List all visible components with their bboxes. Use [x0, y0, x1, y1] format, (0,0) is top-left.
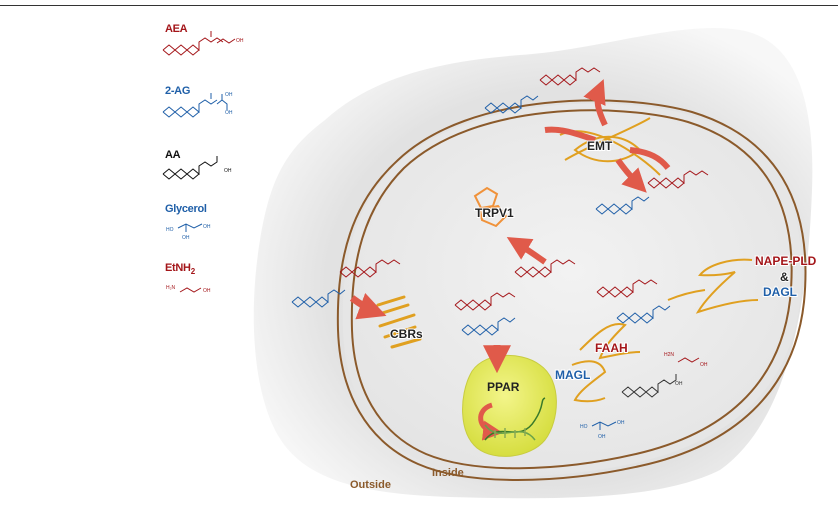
svg-text:OH: OH — [224, 168, 232, 174]
legend-item-2ag: 2-AG OH OH — [162, 84, 233, 118]
svg-text:HO: HO — [166, 227, 174, 233]
etnh2-molecule-product — [677, 357, 700, 363]
aea-molecule-synth — [596, 279, 658, 298]
2ag-molecule-synth — [616, 305, 671, 324]
dagl-label: DAGL — [763, 285, 797, 299]
legend: AEA OH 2-AG OH OH AA OH Glycerol HO OH O… — [162, 22, 244, 294]
ppar-label: PPAR — [487, 380, 520, 394]
glycerol-ho-label: HO — [580, 424, 588, 430]
svg-text:OH: OH — [203, 288, 211, 294]
dna-helix-icon — [484, 397, 546, 441]
emt-arrow-out — [583, 79, 608, 127]
amp-label: & — [780, 270, 789, 284]
aea-molecule-emt-in — [647, 170, 709, 189]
aa-molecule-product — [621, 374, 677, 398]
glycerol-oh2-label: OH — [598, 434, 606, 440]
outside-label: Outside — [350, 479, 391, 491]
aea-molecule-inside — [454, 292, 516, 311]
legend-item-aea: AEA OH — [162, 22, 244, 56]
outer-membrane — [336, 99, 807, 481]
emt-label: EMT — [587, 139, 613, 153]
svg-text:H₂N: H₂N — [166, 285, 176, 291]
legend-label-aa: AA — [165, 149, 181, 161]
svg-text:OH: OH — [203, 224, 211, 230]
emt-arrow-in — [615, 158, 647, 193]
emt-arrow-left — [544, 126, 596, 143]
trpv1-arrow — [506, 237, 547, 265]
aea-molecule-top — [539, 67, 601, 86]
legend-label-aea: AEA — [165, 23, 188, 35]
magl-enzyme — [571, 360, 607, 403]
legend-label-2ag: 2-AG — [165, 85, 190, 97]
nape-pld-dagl-enzyme — [695, 258, 759, 314]
2ag-molecule-top — [484, 95, 539, 114]
nucleus — [462, 354, 557, 457]
nape-pld-arrow — [667, 289, 706, 301]
magl-label: MAGL — [555, 368, 590, 382]
inside-label: Inside — [432, 467, 464, 479]
atom-labels: H2N OH OH HO OH OH — [580, 352, 708, 440]
etnh2-oh-label: OH — [700, 362, 708, 368]
trpv1-channel — [473, 186, 508, 228]
svg-text:OH: OH — [225, 110, 233, 116]
aea-molecule-trpv1 — [514, 259, 576, 278]
etnh2-h2n-label: H2N — [664, 352, 674, 358]
trpv1-label: TRPV1 — [475, 206, 514, 220]
cbrs-label: CBRs — [390, 327, 423, 341]
cell-interior — [342, 103, 802, 476]
svg-text:OH: OH — [182, 235, 190, 241]
aea-molecule-outside — [339, 259, 401, 278]
aa-oh-label: OH — [675, 381, 683, 387]
legend-label-glycerol: Glycerol — [165, 203, 207, 215]
faah-label: FAAH — [595, 341, 628, 355]
inner-membrane — [350, 109, 793, 470]
top-rule — [0, 5, 838, 6]
legend-label-etnh2: EtNH2 — [165, 262, 196, 276]
legend-item-etnh2: EtNH2 H₂N OH — [164, 261, 211, 294]
2ag-molecule-emt-in — [595, 196, 650, 215]
2ag-molecule-outside — [291, 289, 346, 308]
glycerol-oh-label: OH — [617, 420, 625, 426]
legend-item-glycerol: Glycerol HO OH OH — [164, 202, 211, 241]
svg-text:OH: OH — [225, 92, 233, 98]
svg-text:OH: OH — [236, 38, 244, 44]
2ag-molecule-inside — [461, 317, 516, 336]
glycerol-molecule-product — [591, 421, 617, 430]
emt-arrow-right — [629, 147, 671, 170]
legend-item-aa: AA OH — [162, 148, 232, 180]
cbrs-arrow — [349, 292, 387, 320]
faah-enzyme — [579, 323, 641, 360]
nape-pld-label: NAPE-PLD — [755, 254, 817, 268]
